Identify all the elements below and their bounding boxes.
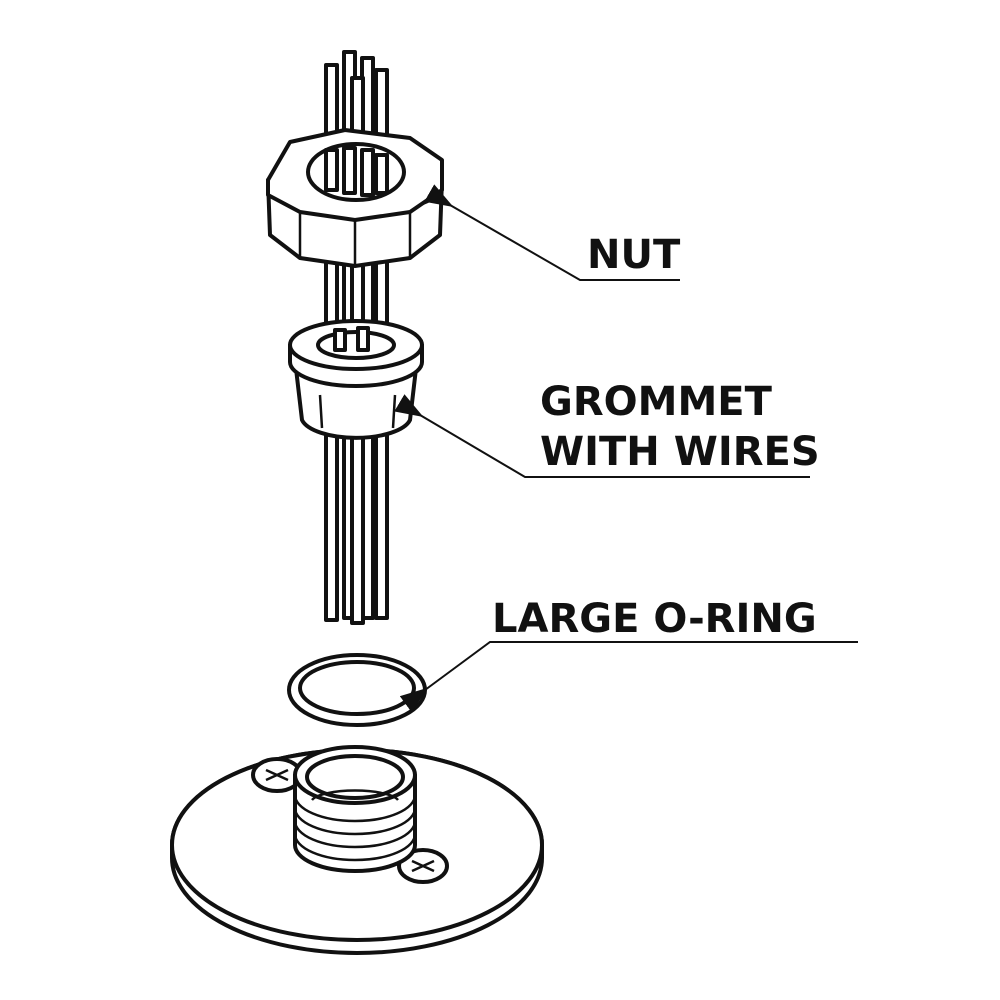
grommet-label-line1: GROMMET: [540, 379, 773, 425]
grommet-leader: [394, 394, 810, 478]
grommet: [288, 319, 424, 440]
large-o-ring: [287, 653, 427, 727]
o-ring-leader: [399, 641, 858, 713]
o-ring-label: LARGE O-RING: [492, 596, 817, 642]
threaded-fitting: [293, 745, 417, 873]
grommet-label-line2: WITH WIRES: [540, 429, 820, 475]
nut-leader: [424, 184, 680, 281]
nut: [266, 128, 444, 268]
nut-label: NUT: [587, 232, 681, 278]
screw-icon: [397, 848, 449, 884]
